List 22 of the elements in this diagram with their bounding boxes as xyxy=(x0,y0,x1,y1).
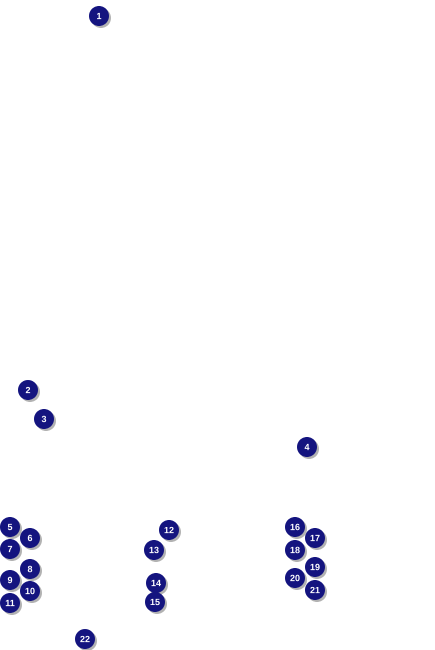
callout-number: 14 xyxy=(146,573,168,595)
callout-number: 6 xyxy=(20,528,42,550)
callout-number: 18 xyxy=(285,540,307,562)
callout-number: 20 xyxy=(285,568,307,590)
callout-number: 9 xyxy=(0,570,22,592)
callout-number: 12 xyxy=(159,520,181,542)
callout-number: 11 xyxy=(0,593,22,615)
callout-number: 8 xyxy=(20,559,42,581)
callout-number: 21 xyxy=(305,580,327,602)
callout-number: 3 xyxy=(34,409,56,431)
callout-number: 1 xyxy=(89,6,111,28)
callout-number: 2 xyxy=(18,380,40,402)
callout-number: 15 xyxy=(145,592,167,614)
callout-number: 5 xyxy=(0,517,22,539)
callout-number: 7 xyxy=(0,539,22,561)
callout-number: 13 xyxy=(144,540,166,562)
callout-number: 22 xyxy=(75,629,97,650)
callout-number: 19 xyxy=(305,557,327,579)
callout-number: 16 xyxy=(285,517,307,539)
callout-number: 17 xyxy=(305,528,327,550)
callout-number: 10 xyxy=(20,581,42,603)
callout-number: 4 xyxy=(297,437,319,459)
